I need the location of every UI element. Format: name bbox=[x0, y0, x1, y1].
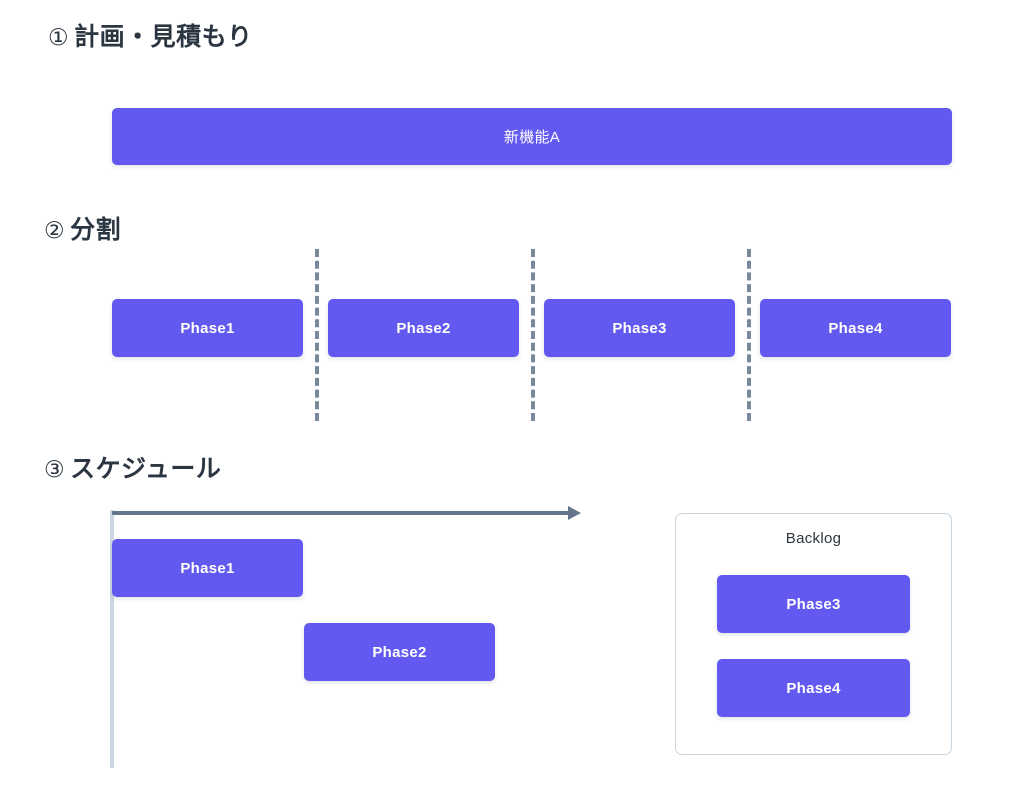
split-bar-phase2[interactable]: Phase2 bbox=[328, 299, 519, 357]
split-divider-2 bbox=[531, 249, 535, 421]
section-title-1: 計画・見積もり bbox=[74, 23, 253, 51]
timeline-horizontal-axis bbox=[112, 511, 570, 515]
schedule-bar-phase1[interactable]: Phase1 bbox=[112, 539, 303, 597]
backlog-bar-phase4[interactable]: Phase4 bbox=[717, 659, 910, 717]
backlog-panel: Backlog bbox=[675, 513, 952, 755]
timeline-vertical-axis bbox=[110, 510, 114, 768]
split-bar-phase3[interactable]: Phase3 bbox=[544, 299, 735, 357]
schedule-bar-phase2[interactable]: Phase2 bbox=[304, 623, 495, 681]
split-bar-phase4[interactable]: Phase4 bbox=[760, 299, 951, 357]
bar-feature-a[interactable]: 新機能A bbox=[112, 108, 952, 165]
backlog-title: Backlog bbox=[785, 530, 842, 547]
section-marker-3: ③ bbox=[44, 456, 66, 482]
split-bar-phase1[interactable]: Phase1 bbox=[112, 299, 303, 357]
backlog-bar-phase3[interactable]: Phase3 bbox=[717, 575, 910, 633]
section-title-3: スケジュール bbox=[70, 455, 222, 483]
split-divider-3 bbox=[747, 249, 751, 421]
section-title-2: 分割 bbox=[70, 216, 122, 244]
split-divider-1 bbox=[315, 249, 319, 421]
section-marker-2: ② bbox=[44, 217, 66, 243]
section-marker-1: ① bbox=[48, 24, 70, 50]
timeline-arrow-icon bbox=[568, 506, 581, 520]
